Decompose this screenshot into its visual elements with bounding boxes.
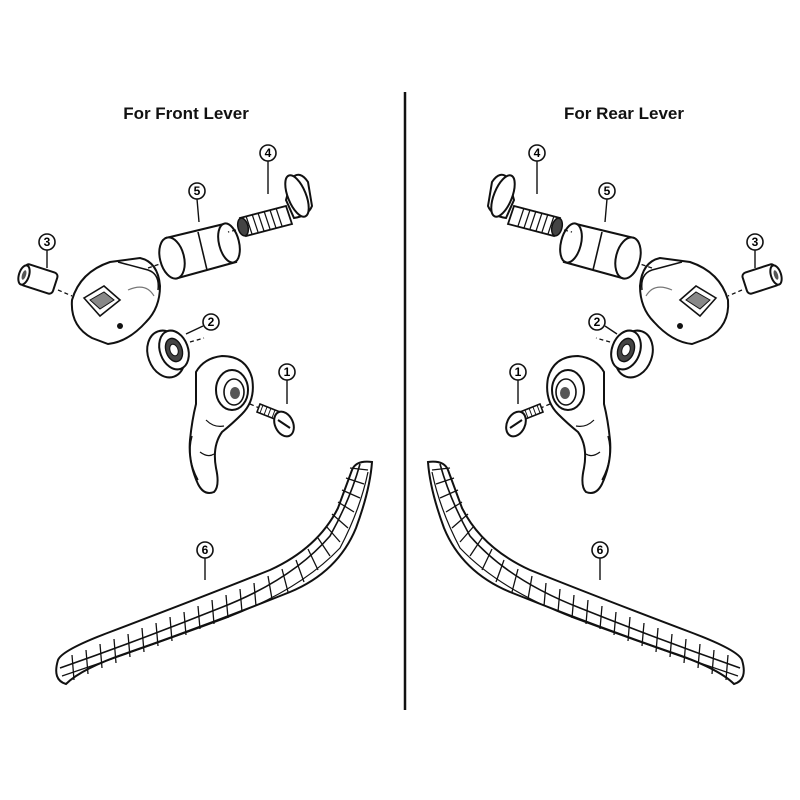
callout-number: 2 <box>594 315 601 329</box>
callout-circle <box>509 363 527 381</box>
rear-callout-5: 5 <box>598 182 616 223</box>
callout-number: 6 <box>597 543 604 557</box>
front-callout-2: 2 <box>185 313 220 335</box>
callout-number: 4 <box>265 146 272 160</box>
callout-circle <box>746 233 764 251</box>
rear-callout-2: 2 <box>588 313 618 335</box>
callout-circle <box>598 182 616 200</box>
callout-number: 3 <box>752 235 759 249</box>
rear-lever-parts <box>427 171 785 685</box>
callout-number: 4 <box>534 146 541 160</box>
callout-circle <box>528 144 546 162</box>
rear-callout-4: 4 <box>528 144 546 194</box>
callout-number: 3 <box>44 235 51 249</box>
front-callout-3: 3 <box>38 233 56 268</box>
front-callout-5: 5 <box>188 182 206 223</box>
callout-circle <box>588 313 606 331</box>
callout-circle <box>591 541 609 559</box>
callout-circle <box>278 363 296 381</box>
callout-number: 5 <box>604 184 611 198</box>
callout-leader-line <box>604 198 608 223</box>
front-lever-parts <box>15 171 374 685</box>
front-panel-title: For Front Lever <box>123 104 249 123</box>
callout-circle <box>202 313 220 331</box>
rear-panel-title: For Rear Lever <box>564 104 684 123</box>
rear-callout-3: 3 <box>746 233 764 268</box>
callout-circle <box>38 233 56 251</box>
callout-circle <box>259 144 277 162</box>
front-callout-4: 4 <box>259 144 277 194</box>
rear-callout-6: 6 <box>591 541 609 580</box>
callout-number: 5 <box>194 184 201 198</box>
callout-leader-line <box>196 198 200 223</box>
callout-circle <box>188 182 206 200</box>
rear-callout-1: 1 <box>509 363 527 404</box>
callout-number: 1 <box>284 365 291 379</box>
front-callout-1: 1 <box>278 363 296 404</box>
front-callout-6: 6 <box>196 541 214 580</box>
callout-number: 6 <box>202 543 209 557</box>
callout-number: 1 <box>515 365 522 379</box>
callout-leader-line <box>185 325 204 335</box>
callout-circle <box>196 541 214 559</box>
callout-number: 2 <box>208 315 215 329</box>
callout-leader-line <box>604 325 618 335</box>
